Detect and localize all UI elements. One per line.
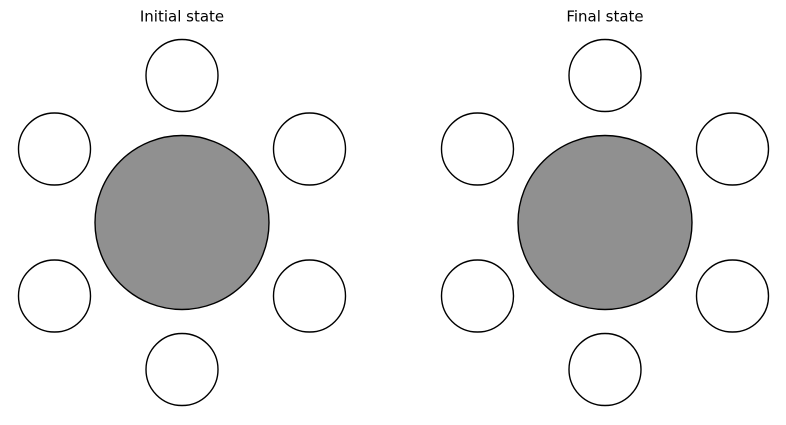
central-circle <box>94 134 270 311</box>
satellite-circle-upper-left <box>440 112 515 186</box>
central-circle <box>517 134 693 311</box>
satellite-circle-lower-right <box>695 259 770 333</box>
satellite-circle-lower-right <box>272 259 347 333</box>
satellite-circle-upper-left <box>17 112 92 186</box>
satellite-circle-lower-left <box>17 259 92 333</box>
satellite-circle-bottom <box>568 332 642 407</box>
panel-final: Final state <box>440 8 770 407</box>
satellite-circle-upper-right <box>695 112 770 186</box>
satellite-circle-top <box>568 38 642 113</box>
satellite-circle-upper-right <box>272 112 347 186</box>
panel-initial: Initial state <box>17 8 347 407</box>
satellite-circle-lower-left <box>440 259 515 333</box>
panel-title-initial: Initial state <box>140 8 224 26</box>
panel-title-final: Final state <box>566 8 643 26</box>
satellite-circle-top <box>145 38 219 113</box>
satellite-circle-bottom <box>145 332 219 407</box>
